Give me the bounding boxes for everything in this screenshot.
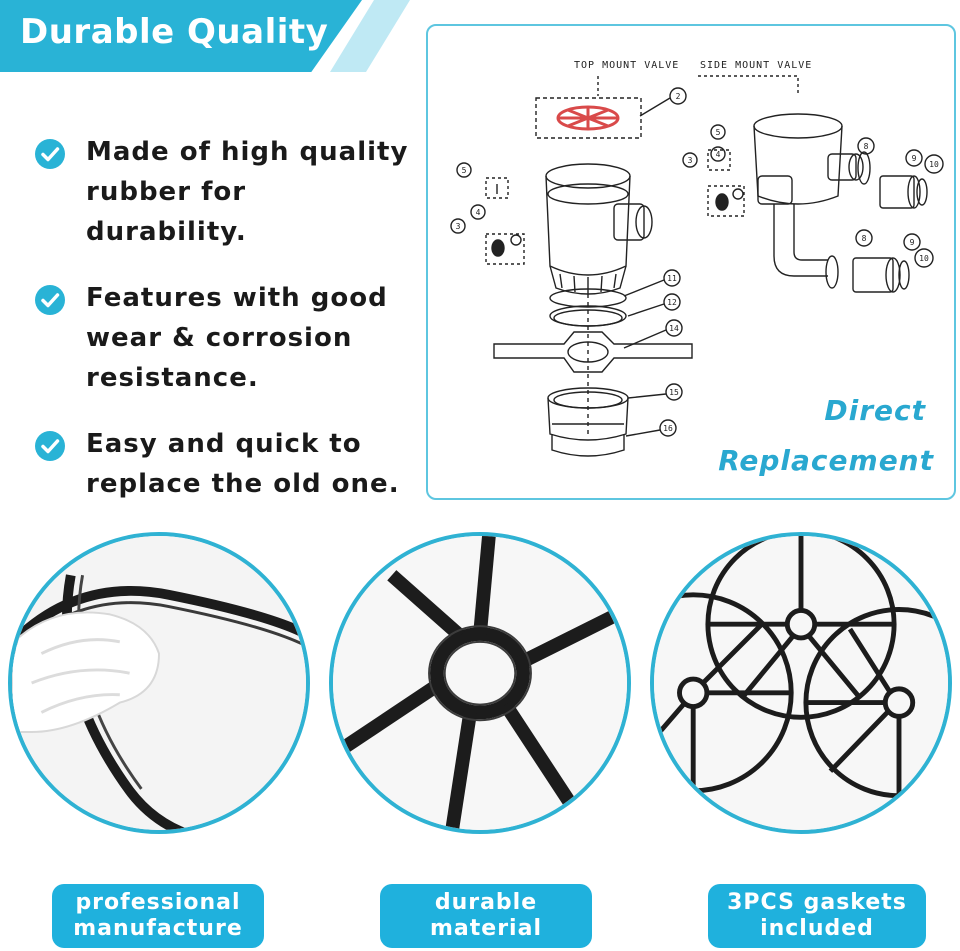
svg-text:9: 9 — [912, 154, 917, 163]
pill-line: 3PCS gaskets — [727, 890, 907, 915]
svg-text:12: 12 — [667, 298, 677, 307]
svg-text:4: 4 — [716, 150, 721, 159]
title-banner — [0, 0, 362, 72]
replacement-label: Replacement — [718, 444, 934, 477]
pill-line: durable — [434, 890, 538, 915]
svg-text:11: 11 — [667, 274, 677, 283]
svg-text:16: 16 — [663, 424, 673, 433]
feature-line: rubber for durability. — [86, 177, 247, 247]
svg-text:5: 5 — [462, 166, 467, 175]
photo-gloved-hand-oring — [8, 532, 310, 834]
pill-line: professional — [75, 890, 241, 915]
svg-text:9: 9 — [910, 238, 915, 247]
feature-line: replace the old one. — [86, 469, 400, 499]
top-mount-label: TOP MOUNT VALVE — [574, 60, 680, 71]
exploded-valve-diagram: 2 5 4 3 11 12 14 15 16 5 4 3 8 9 10 8 9 … — [450, 75, 944, 457]
svg-text:2: 2 — [676, 92, 681, 101]
svg-text:3: 3 — [688, 156, 693, 165]
svg-text:4: 4 — [476, 208, 481, 217]
feature-pill: professional manufacture — [52, 884, 264, 948]
feature-line: Features with good — [86, 283, 388, 313]
feature-item: Features with good wear & corrosion resi… — [34, 278, 414, 398]
checkmark-icon — [35, 139, 65, 169]
svg-text:10: 10 — [919, 254, 929, 263]
feature-line: Made of high quality — [86, 137, 409, 167]
checkmark-icon — [35, 431, 65, 461]
feature-pill: 3PCS gaskets included — [708, 884, 926, 948]
feature-text: Made of high quality rubber for durabili… — [86, 132, 414, 252]
feature-line: Easy and quick to — [86, 429, 362, 459]
feature-list: Made of high quality rubber for durabili… — [34, 132, 414, 530]
checkmark-icon — [35, 285, 65, 315]
pill-line: included — [760, 916, 874, 941]
pill-line: manufacture — [73, 916, 243, 941]
photo-spider-gasket-closeup — [329, 532, 631, 834]
pill-line: material — [430, 916, 542, 941]
feature-line: wear & corrosion — [86, 323, 353, 353]
valve-diagram-panel: 2 5 4 3 11 12 14 15 16 5 4 3 8 9 10 8 9 … — [426, 24, 956, 500]
feature-item: Easy and quick to replace the old one. — [34, 424, 414, 504]
svg-text:8: 8 — [864, 142, 869, 151]
spider-gasket-image — [333, 536, 627, 830]
feature-item: Made of high quality rubber for durabili… — [34, 132, 414, 252]
feature-line: resistance. — [86, 363, 259, 393]
three-gaskets-image — [654, 536, 948, 830]
direct-label: Direct — [824, 394, 926, 427]
side-mount-label: SIDE MOUNT VALVE — [700, 60, 813, 71]
svg-text:14: 14 — [669, 324, 679, 333]
svg-text:8: 8 — [862, 234, 867, 243]
svg-text:3: 3 — [456, 222, 461, 231]
svg-text:5: 5 — [716, 128, 721, 137]
feature-text: Features with good wear & corrosion resi… — [86, 278, 414, 398]
banner-title: Durable Quality — [20, 12, 329, 52]
photo-three-gaskets — [650, 532, 952, 834]
feature-text: Easy and quick to replace the old one. — [86, 424, 414, 504]
svg-text:15: 15 — [669, 388, 679, 397]
hand-oring-image — [12, 536, 306, 830]
feature-pill: durable material — [380, 884, 592, 948]
svg-text:10: 10 — [929, 160, 939, 169]
